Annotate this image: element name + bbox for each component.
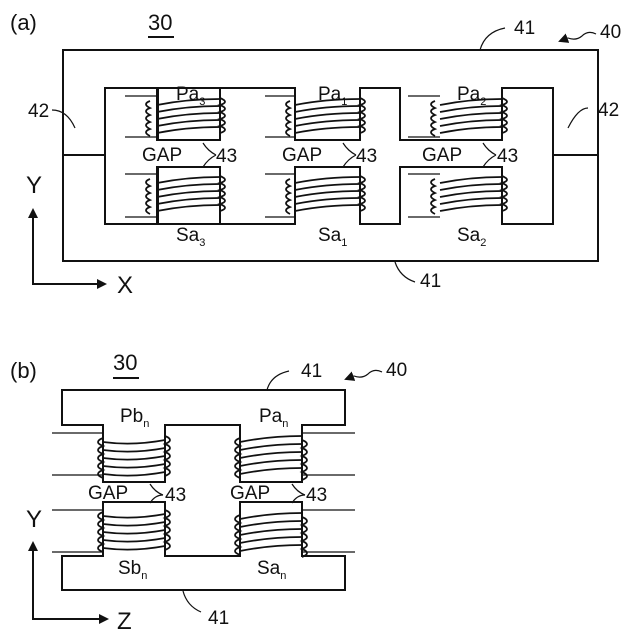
- gap-leader-b2: [292, 484, 305, 503]
- gap-label-2: GAP: [282, 145, 322, 166]
- gap-label-b2: GAP: [230, 483, 270, 504]
- y-axis-label-b: Y: [26, 506, 42, 533]
- ref-41-top-b: 41: [301, 361, 322, 382]
- label-pa2: Pa2: [457, 84, 486, 108]
- panel-label-a: (a): [10, 10, 37, 35]
- leader-41-bottom-b: [183, 591, 201, 612]
- label-pa1: Pa1: [318, 84, 347, 108]
- top-core-b: [62, 390, 345, 482]
- label-sa3: Sa3: [176, 225, 205, 249]
- leader-41-bottom-a: [395, 262, 415, 282]
- gap-label-1: GAP: [142, 145, 182, 166]
- leader-41-top-b: [267, 371, 289, 390]
- axes-a: Y X: [26, 172, 133, 299]
- ref-41-bottom-a: 41: [420, 271, 441, 292]
- ref-41-top-a: 41: [514, 18, 535, 39]
- leader-42-right: [568, 108, 588, 128]
- label-sa2: Sa2: [457, 225, 486, 249]
- leader-40-a: [560, 32, 596, 41]
- gap-label-3: GAP: [422, 145, 462, 166]
- device-ref-b: 30: [113, 350, 137, 375]
- gap-label-b1: GAP: [88, 483, 128, 504]
- leader-40-b: [346, 370, 382, 379]
- label-san: San: [257, 558, 286, 582]
- label-sa1: Sa1: [318, 225, 347, 249]
- gap-ref-3: 43: [497, 146, 518, 167]
- label-pan: Pan: [259, 406, 288, 430]
- ref-40-a: 40: [600, 22, 621, 43]
- label-sbn: Sbn: [118, 558, 147, 582]
- device-ref-a: 30: [148, 10, 172, 35]
- coil-pan: [235, 436, 307, 480]
- coil-sa2: [431, 176, 507, 214]
- gap-leader-b1: [150, 484, 163, 503]
- leader-41-top-a: [480, 28, 505, 50]
- y-axis-label-a: Y: [26, 172, 42, 199]
- coil-sbn: [98, 510, 170, 552]
- panel-label-b: (b): [10, 358, 37, 383]
- ref-42-right: 42: [598, 100, 619, 121]
- gap-leader-1: [203, 143, 216, 167]
- coil-san: [235, 513, 307, 557]
- gap-ref-b2: 43: [306, 485, 327, 506]
- ref-42-left: 42: [28, 101, 49, 122]
- gap-ref-1: 43: [216, 146, 237, 167]
- gap-leader-2: [343, 143, 356, 167]
- ref-40-b: 40: [386, 360, 407, 381]
- figure-b: (b) 30: [10, 350, 407, 635]
- gap-leader-3: [483, 143, 496, 167]
- x-axis-label-a: X: [117, 272, 133, 299]
- gap-ref-b1: 43: [165, 485, 186, 506]
- coil-sa1: [286, 176, 365, 214]
- coil-pbn: [98, 436, 170, 478]
- label-pbn: Pbn: [120, 406, 149, 430]
- z-axis-label-b: Z: [117, 608, 132, 635]
- ref-41-bottom-b: 41: [208, 608, 229, 629]
- bottom-core-b: [62, 502, 345, 590]
- gap-ref-2: 43: [356, 146, 377, 167]
- figure-a: (a) 30: [10, 10, 621, 299]
